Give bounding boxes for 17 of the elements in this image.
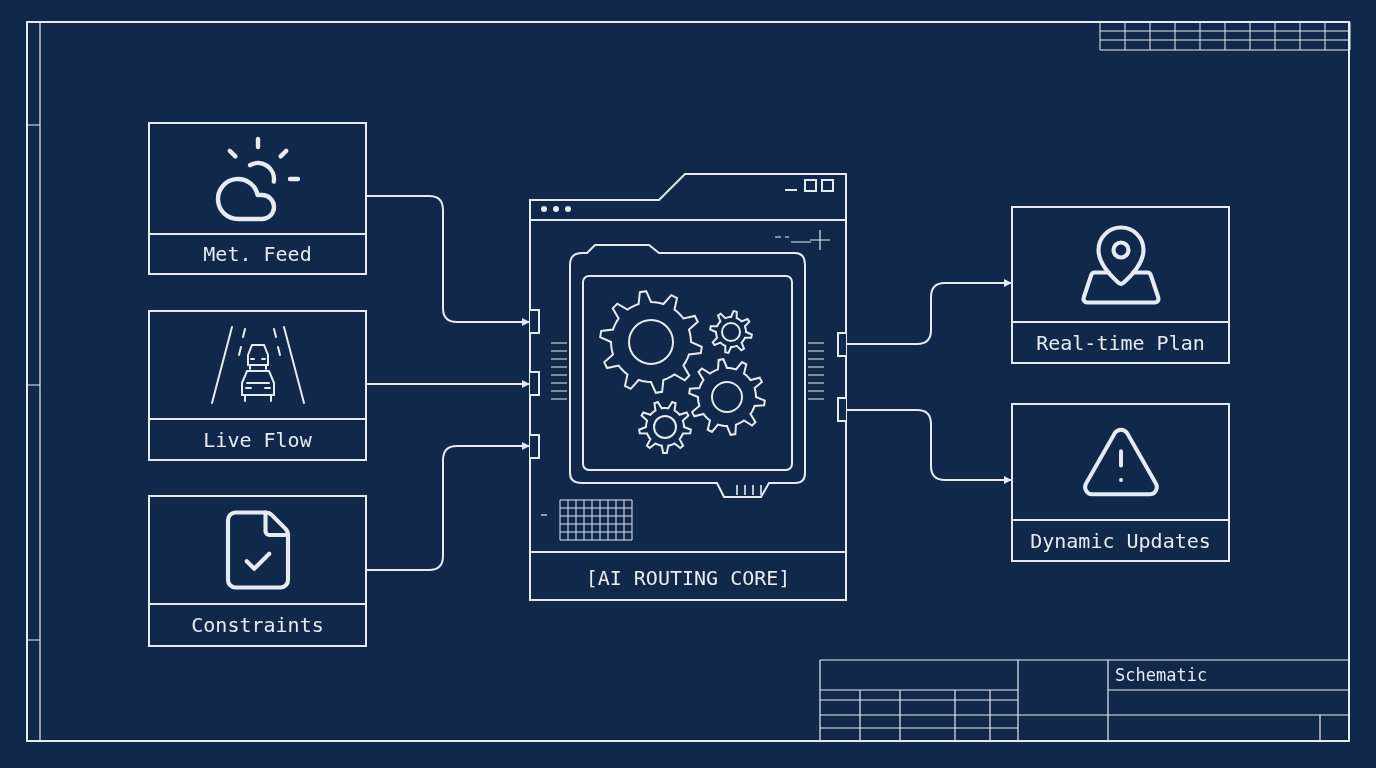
module-label: Real-time Plan — [1036, 330, 1205, 355]
module-label: Live Flow — [203, 427, 312, 452]
module-box — [148, 122, 367, 275]
module-box — [148, 495, 367, 647]
arrow — [846, 409, 1012, 484]
module-box — [1011, 206, 1230, 364]
arrow — [366, 195, 530, 326]
arrow — [366, 442, 530, 571]
core-label: [AI ROUTING CORE] — [585, 566, 791, 590]
arrow — [366, 380, 530, 388]
module-label: Constraints — [191, 613, 324, 637]
module-label: Dynamic Updates — [1030, 528, 1211, 553]
module-box — [1011, 403, 1230, 562]
module-label: Met. Feed — [203, 242, 312, 266]
module-box — [148, 310, 367, 461]
arrow — [846, 279, 1012, 345]
title-block-text: Schematic — [1115, 665, 1208, 685]
